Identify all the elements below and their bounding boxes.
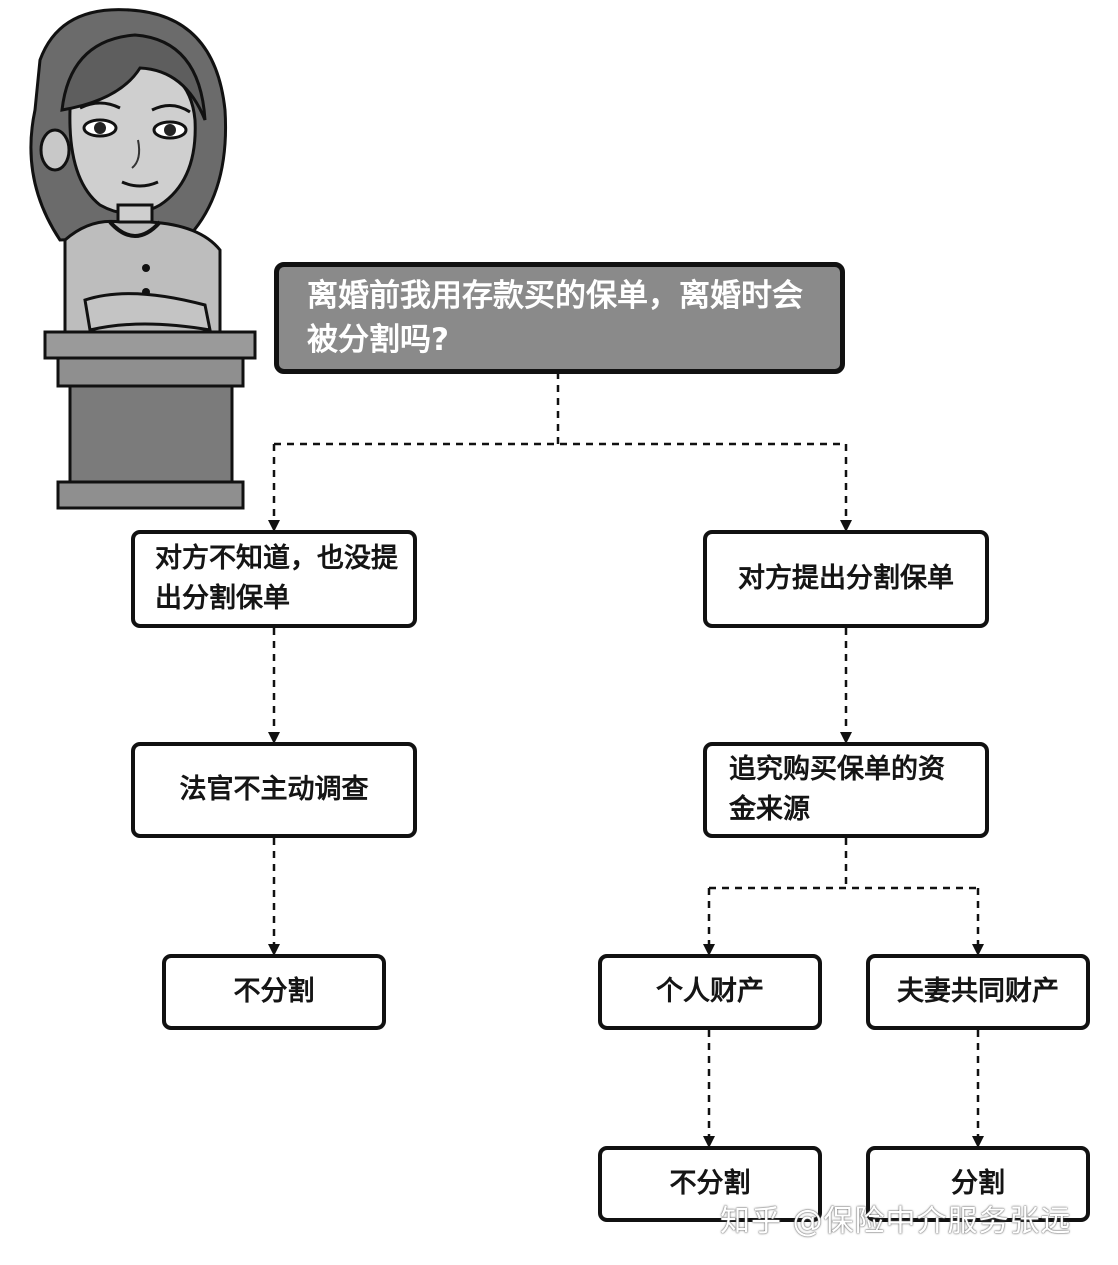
question-box: 离婚前我用存款买的保单，离婚时会被分割吗? xyxy=(274,262,845,374)
node-right-step: 追究购买保单的资金来源 xyxy=(703,742,989,838)
question-text: 离婚前我用存款买的保单，离婚时会被分割吗? xyxy=(307,278,803,358)
node-left-step: 法官不主动调查 xyxy=(131,742,417,838)
node-joint-result: 分割 xyxy=(866,1146,1090,1222)
node-right-step-text: 追究购买保单的资金来源 xyxy=(729,754,945,825)
woman-illustration xyxy=(29,8,257,510)
node-right-branch: 对方提出分割保单 xyxy=(703,530,989,628)
watermark: 知乎 @保险中介服务张远 xyxy=(720,1204,1072,1239)
node-personal-property-text: 个人财产 xyxy=(656,976,764,1007)
node-personal-property: 个人财产 xyxy=(598,954,822,1030)
node-left-result: 不分割 xyxy=(162,954,386,1030)
node-joint-result-text: 分割 xyxy=(951,1168,1005,1199)
node-joint-property-text: 夫妻共同财产 xyxy=(897,976,1059,1007)
node-personal-result-text: 不分割 xyxy=(669,1168,751,1199)
node-left-result-text: 不分割 xyxy=(233,976,315,1007)
node-left-branch: 对方不知道，也没提出分割保单 xyxy=(131,530,417,628)
node-right-branch-text: 对方提出分割保单 xyxy=(738,563,954,594)
node-joint-property: 夫妻共同财产 xyxy=(866,954,1090,1030)
node-left-branch-text: 对方不知道，也没提出分割保单 xyxy=(155,543,398,614)
connectors xyxy=(268,372,984,1148)
node-personal-result: 不分割 xyxy=(598,1146,822,1222)
node-left-step-text: 法官不主动调查 xyxy=(179,774,369,805)
